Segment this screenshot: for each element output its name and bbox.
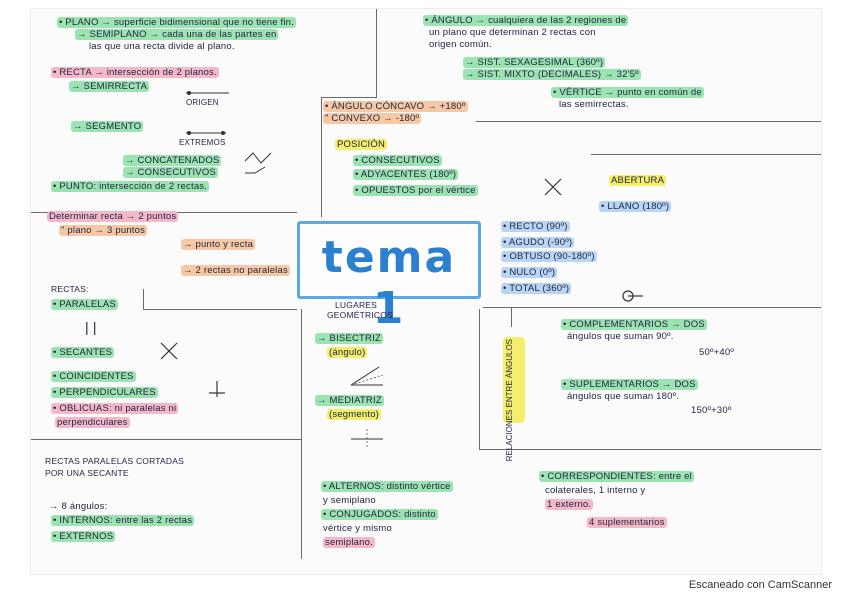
note-cuatro-suplementarios: 4 suplementarios: [587, 517, 667, 528]
scanner-watermark: Escaneado con CamScanner: [688, 579, 832, 591]
note-alternos: • ALTERNOS: distinto vértice: [321, 481, 453, 492]
note-secantes: • SECANTES: [51, 347, 115, 358]
note-consecutivos: • CONSECUTIVOS: [353, 155, 442, 166]
note-total: • TOTAL (360º): [501, 283, 572, 294]
divider: [301, 309, 302, 559]
divider: [321, 97, 377, 98]
note-vertice: • VÉRTICE → punto en común de: [551, 87, 704, 98]
note-oblicuas-2: perpendiculares: [55, 417, 130, 428]
note-externos: • EXTERNOS: [51, 531, 116, 542]
note-paralelas-sym: | |: [85, 319, 97, 335]
note-semiplano: → SEMIPLANO → cada una de las partes en: [75, 29, 279, 40]
mediatriz-sketch-icon: [351, 429, 383, 449]
note-conjugados-2: vértice y mismo: [323, 523, 392, 534]
divider: [376, 9, 377, 97]
note-obtuso: • OBTUSO (90-180º): [501, 251, 597, 262]
secantes-sketch-icon: [160, 342, 178, 360]
note-complementarios-2: ángulos que suman 90º.: [567, 331, 674, 342]
note-lugares: LUGARES: [335, 300, 378, 310]
note-recta: • RECTA → intersección de 2 planos.: [51, 67, 219, 78]
note-angulo-3: origen común.: [429, 39, 492, 50]
note-adyacentes: • ADYACENTES (180º): [353, 169, 459, 180]
divider: [483, 307, 821, 308]
divider: [143, 309, 297, 310]
note-angulo: • ÁNGULO → cualquiera de las 2 regiones …: [423, 15, 629, 26]
note-plano-det: " plano → 3 puntos: [59, 225, 148, 236]
note-bisectriz-2: (ángulo): [327, 347, 368, 358]
note-determinar-recta: Determinar recta → 2 puntos: [47, 211, 179, 222]
note-paralelas: • PARALELAS: [51, 299, 118, 310]
note-agudo: • AGUDO (-90º): [501, 237, 575, 248]
concatenados-sketch-icon: [244, 152, 272, 174]
note-correspondientes-2: colaterales, 1 interno y: [545, 485, 646, 496]
note-suplementarios: • SUPLEMENTARIOS → DOS: [561, 379, 698, 390]
note-internos: • INTERNOS: entre las 2 rectas: [51, 515, 195, 526]
note-correspondientes-3: 1 externo.: [545, 499, 594, 510]
divider: [479, 449, 821, 450]
title-box: tema 1: [297, 221, 481, 334]
note-origen: ORIGEN: [186, 98, 219, 107]
note-vertice-2: las semirrectas.: [559, 99, 629, 110]
note-rectas-heading: RECTAS:: [51, 284, 89, 294]
note-punto-recta: → punto y recta: [181, 239, 256, 250]
divider: [591, 154, 821, 155]
divider: [479, 309, 480, 449]
divider: [31, 439, 301, 440]
note-convexo: " CONVEXO → -180º: [323, 113, 422, 124]
semirrecta-sketch-icon: [186, 91, 229, 95]
note-suplementarios-2: ángulos que suman 180º.: [567, 391, 680, 402]
note-lugares-2: GEOMÉTRICOS: [327, 310, 393, 320]
opuestos-sketch-icon: [544, 178, 562, 196]
note-alternos-2: y semiplano: [323, 495, 376, 506]
note-nulo: • NULO (0º): [501, 267, 558, 278]
note-concavo: • ÁNGULO CÓNCAVO → +180º: [323, 101, 468, 112]
note-mediatriz: → MEDIATRIZ: [315, 395, 384, 406]
divider: [321, 97, 322, 217]
note-sexagesimal: → SIST. SEXAGESIMAL (360º): [463, 57, 606, 68]
note-perpendiculares: • PERPENDICULARES: [51, 387, 158, 398]
note-plano: • PLANO → superficie bidimensional que n…: [57, 17, 296, 28]
note-complementarios-3: 50º+40º: [699, 347, 735, 358]
segmento-sketch-icon: [186, 131, 226, 135]
note-suplementarios-3: 150º+30º: [691, 405, 732, 416]
note-oblicuas: • OBLICUAS: ni paralelas ni: [51, 403, 179, 414]
note-concatenados: → CONCATENADOS: [123, 155, 222, 166]
note-extremos: EXTREMOS: [179, 138, 226, 147]
note-correspondientes: • CORRESPONDIENTES: entre el: [539, 471, 694, 482]
note-coincidentes: • COINCIDENTES: [51, 371, 136, 382]
note-llano: • LLANO (180º): [599, 201, 672, 212]
note-dos-rectas: → 2 rectas no paralelas: [181, 265, 290, 276]
note-segmento: → SEGMENTO: [71, 121, 144, 132]
note-abertura: ABERTURA: [609, 175, 667, 186]
divider: [511, 307, 512, 327]
note-ocho-angulos: → 8 ángulos:: [49, 501, 108, 512]
perpendiculares-sketch-icon: [209, 381, 225, 397]
note-semirrecta: → SEMIRRECTA: [69, 81, 150, 92]
divider: [143, 289, 144, 309]
note-conjugados-3: semiplano.: [323, 537, 375, 548]
notes-sheet: tema 1 • PLANO → superficie bidimensiona…: [30, 8, 822, 575]
note-conjugados: • CONJUGADOS: distinto: [321, 509, 438, 520]
note-cortadas-2: POR UNA SECANTE: [45, 468, 129, 478]
note-opuestos: • OPUESTOS por el vértice: [353, 185, 478, 196]
divider: [476, 121, 821, 122]
note-mixto: → SIST. MIXTO (DECIMALES) → 32'5º: [463, 69, 641, 80]
note-mediatriz-2: (segmento): [327, 409, 382, 420]
note-recto: • RECTO (90º): [501, 221, 570, 232]
note-bisectriz: → BISECTRIZ: [315, 333, 383, 344]
page-title: tema 1: [321, 232, 457, 334]
note-angulo-2: un plano que determinan 2 rectas con: [429, 27, 596, 38]
relaciones-label: RELACIONES ENTRE ÁNGULOS: [503, 337, 525, 461]
total-angle-sketch-icon: [622, 290, 643, 302]
note-posicion: POSICIÓN: [335, 139, 388, 150]
note-cortadas: RECTAS PARALELAS CORTADAS: [45, 456, 184, 466]
note-semiplano-2: las que una recta divide al plano.: [89, 41, 235, 52]
bisectriz-sketch-icon: [350, 366, 384, 386]
note-consecutivos-seg: → CONSECUTIVOS: [123, 167, 218, 178]
note-punto: • PUNTO: intersección de 2 rectas.: [51, 181, 210, 192]
note-complementarios: • COMPLEMENTARIOS → DOS: [561, 319, 707, 330]
